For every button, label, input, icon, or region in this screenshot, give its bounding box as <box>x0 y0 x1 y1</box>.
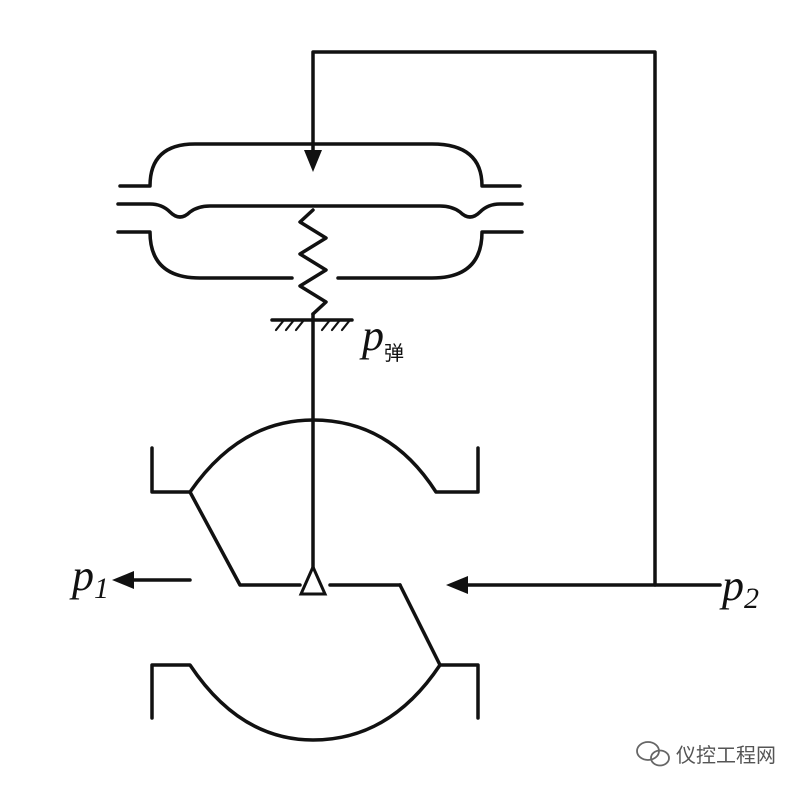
valve-body-bottom <box>150 583 480 742</box>
label-p-spring: p弹 <box>359 311 404 365</box>
label-p1-sub: 1 <box>94 572 109 605</box>
label-p2-sub: 2 <box>744 582 759 615</box>
valve-body-top <box>150 418 480 587</box>
label-p-spring-sub: 弹 <box>384 341 404 365</box>
label-p2: p2 <box>719 561 759 615</box>
label-p1: p1 <box>69 551 109 605</box>
watermark-text: 仪控工程网 <box>676 743 776 767</box>
outlet-arrow-head <box>112 571 134 589</box>
inlet-arrow-head <box>446 576 468 594</box>
lower-chamber-right <box>336 230 524 280</box>
watermark: 仪控工程网 <box>636 741 776 767</box>
spring <box>298 208 328 316</box>
valve-plug <box>298 563 328 596</box>
wechat-icon <box>636 741 670 767</box>
upper-chamber <box>118 142 522 188</box>
actuator-housing <box>116 142 524 280</box>
feedback-line <box>311 50 657 587</box>
diaphragm <box>116 202 524 219</box>
feedback-arrow-head <box>304 150 322 172</box>
lower-chamber <box>116 230 294 280</box>
